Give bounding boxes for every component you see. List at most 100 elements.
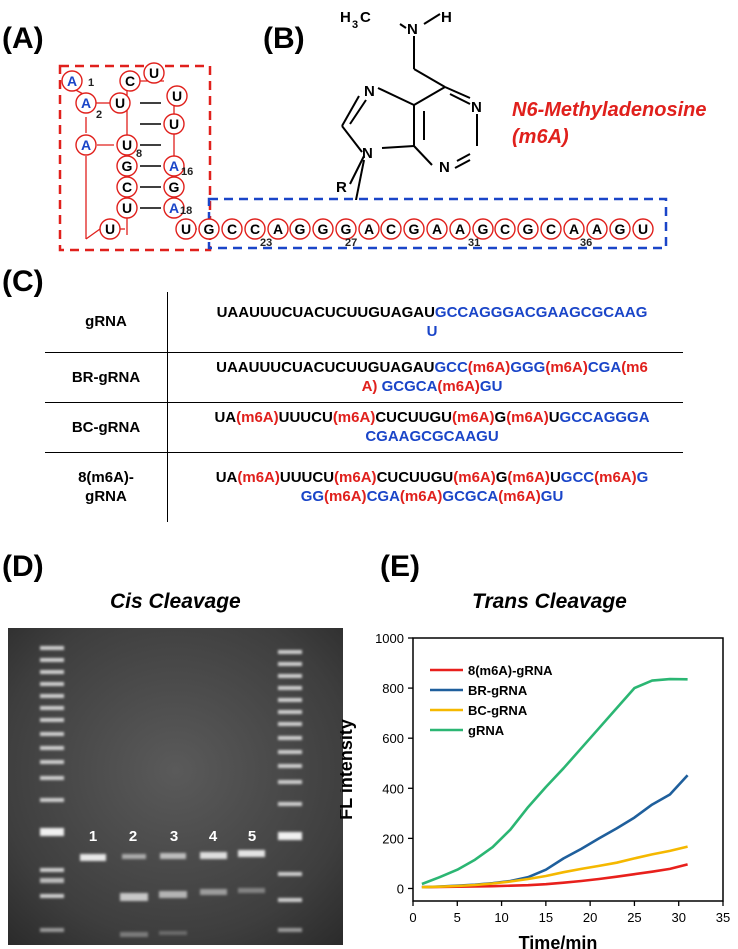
sequence-name: 8(m6A)-gRNA	[78, 469, 134, 506]
ladder-band	[278, 928, 302, 932]
svg-text:C: C	[500, 221, 510, 237]
ladder-band	[40, 798, 64, 802]
atom-n1: N	[471, 99, 482, 116]
ladder-right	[278, 650, 302, 932]
x-tick-label: 35	[716, 910, 730, 925]
svg-text:G: G	[204, 221, 215, 237]
nucleotide: G	[289, 218, 311, 240]
ladder-band	[40, 646, 64, 650]
ladder-band	[278, 736, 302, 740]
ladder-band	[40, 760, 64, 764]
nucleotide: C	[221, 218, 243, 240]
ladder-band	[40, 878, 64, 883]
x-tick-label: 10	[494, 910, 508, 925]
band-lane3-lower	[159, 891, 187, 898]
ladder-band	[278, 698, 302, 702]
svg-text:G: G	[409, 221, 420, 237]
band-lane4-lower	[200, 889, 227, 895]
ladder-band	[278, 764, 302, 768]
lane-label: 1	[89, 828, 97, 845]
legend-label: 8(m6A)-gRNA	[468, 663, 553, 678]
nucleotide: A	[61, 70, 83, 92]
series-line	[421, 677, 688, 886]
sequence-name: BC-gRNA	[71, 418, 141, 436]
nucleotide: G	[198, 218, 220, 240]
ladder-band	[40, 828, 64, 836]
x-tick-label: 15	[539, 910, 553, 925]
spacer-region-box	[207, 197, 668, 250]
svg-text:A: A	[432, 221, 442, 237]
nucleotide: G	[335, 218, 357, 240]
nucleotide: G	[517, 218, 539, 240]
pos-1: 1	[88, 77, 94, 89]
nucleotide: U	[143, 62, 165, 84]
nucleotide: A	[358, 218, 380, 240]
nucleotide: U	[116, 134, 138, 156]
ladder-band	[40, 746, 64, 750]
nucleotide: A	[426, 218, 448, 240]
nucleotide: G	[472, 218, 494, 240]
lane-label: 4	[209, 828, 218, 845]
nucleotide: C	[540, 218, 562, 240]
nucleotide: A	[586, 218, 608, 240]
x-tick-label: 25	[627, 910, 641, 925]
y-tick-label: 0	[397, 881, 404, 896]
svg-text:A: A	[169, 200, 179, 216]
cis-cleavage-title: Cis Cleavage	[110, 590, 241, 613]
m6a-title-line1: N6-Methyladenosine	[512, 99, 707, 121]
svg-text:C: C	[122, 179, 132, 195]
svg-text:A: A	[169, 158, 179, 174]
ladder-band	[40, 894, 64, 898]
nucleotide: G	[163, 176, 185, 198]
svg-text:U: U	[115, 95, 125, 111]
ladder-band	[278, 780, 302, 784]
m6a-title: N6-Methyladenosine (m6A)	[512, 97, 706, 151]
panel-label-a: (A)	[2, 22, 44, 55]
ladder-band	[40, 868, 64, 872]
ladder-band	[278, 832, 302, 840]
svg-text:U: U	[638, 221, 648, 237]
position-numbers: 1 2 8 16 18 23 27 31 36	[88, 77, 592, 249]
ladder-band	[40, 670, 64, 674]
ladder-band	[40, 718, 64, 722]
lane-label: 5	[248, 828, 256, 845]
nucleotide: C	[494, 218, 516, 240]
nucleotide: G	[609, 218, 631, 240]
nucleotide: U	[166, 85, 188, 107]
ladder-left	[40, 646, 64, 932]
nucleotide: G	[403, 218, 425, 240]
svg-text:C: C	[546, 221, 556, 237]
panel-label-e: (E)	[380, 550, 420, 583]
band-lane2-lower	[120, 893, 148, 901]
sequence-name: BR-gRNA	[71, 368, 141, 386]
legend-label: BC-gRNA	[468, 703, 528, 718]
trans-cleavage-title: Trans Cleavage	[472, 590, 627, 613]
nucleotide: U	[109, 92, 131, 114]
pos-2: 2	[96, 109, 102, 121]
nucleotide: U	[175, 218, 197, 240]
y-tick-label: 1000	[375, 631, 404, 646]
svg-text:U: U	[181, 221, 191, 237]
plot-frame	[412, 637, 724, 902]
ladder-band	[278, 802, 302, 806]
ladder-band	[40, 658, 64, 662]
nucleotide: U	[116, 197, 138, 219]
nucleotide: A	[449, 218, 471, 240]
gel-bands	[80, 850, 265, 937]
ladder-band	[278, 686, 302, 690]
svg-text:G: G	[341, 221, 352, 237]
y-tick-label: 200	[382, 831, 404, 846]
svg-text:U: U	[169, 116, 179, 132]
svg-text:U: U	[149, 65, 159, 81]
panel-label-c: (C)	[2, 265, 44, 298]
svg-text:A: A	[81, 95, 91, 111]
nucleotide: C	[244, 218, 266, 240]
band-lane5-lower	[238, 888, 265, 893]
svg-text:G: G	[523, 221, 534, 237]
